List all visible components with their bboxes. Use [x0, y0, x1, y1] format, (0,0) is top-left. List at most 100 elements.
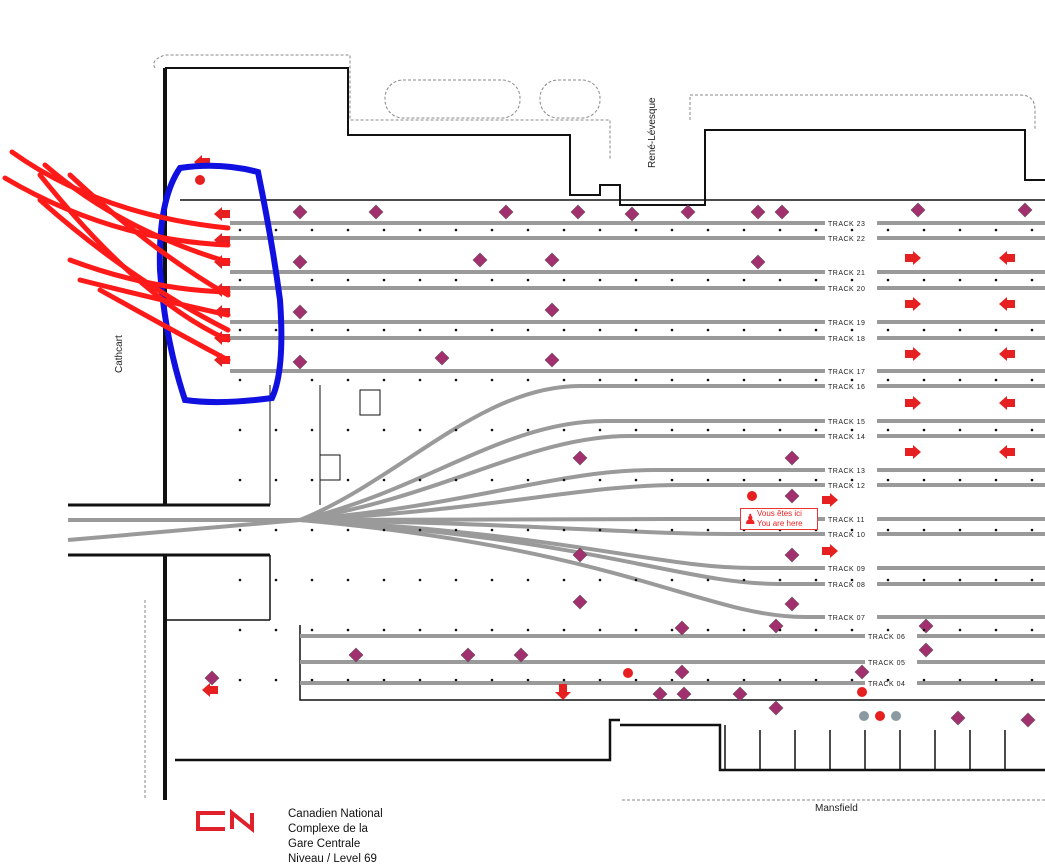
- track-label: TRACK 15: [828, 419, 865, 426]
- platform-dot: [670, 578, 674, 582]
- arrow-right-icon: [822, 493, 838, 507]
- map-legend: Canadien National Complexe de la Gare Ce…: [288, 807, 383, 867]
- platform-dot: [850, 428, 854, 432]
- diamond-marker-icon: [674, 620, 690, 636]
- track-label: TRACK 11: [828, 517, 865, 524]
- platform-dot: [886, 578, 890, 582]
- diamond-marker-icon: [292, 304, 308, 320]
- platform-dot: [310, 328, 314, 332]
- platform-dot: [526, 628, 530, 632]
- platform-dot: [490, 428, 494, 432]
- platform-dot: [850, 228, 854, 232]
- platform-dot: [490, 528, 494, 532]
- platform-dot: [562, 478, 566, 482]
- platform-dot: [418, 478, 422, 482]
- diamond-marker-icon: [680, 204, 696, 220]
- platform-dot: [1030, 378, 1034, 382]
- platform-dot: [886, 328, 890, 332]
- diamond-marker-icon: [348, 647, 364, 663]
- platform-dot: [670, 528, 674, 532]
- platform-dot: [742, 578, 746, 582]
- platform-dot: [454, 328, 458, 332]
- platform-dot: [490, 228, 494, 232]
- legend-line-4: Niveau / Level 69: [288, 853, 377, 865]
- red-dot-marker-icon: [857, 687, 867, 697]
- track-line: [299, 419, 1045, 522]
- gray-dot-marker-icon: [891, 711, 901, 721]
- platform-dot: [670, 278, 674, 282]
- platform-dot: [526, 528, 530, 532]
- track-label-bg: [825, 563, 877, 572]
- platform-dot: [598, 478, 602, 482]
- platform-dot: [238, 528, 242, 532]
- diamond-marker-icon: [768, 700, 784, 716]
- platform-dot: [562, 678, 566, 682]
- platform-dot: [598, 228, 602, 232]
- arrow-right-icon: [905, 347, 921, 361]
- platform-dot: [922, 428, 926, 432]
- legend-line-3: Gare Centrale: [288, 838, 361, 850]
- platform-dot: [958, 478, 962, 482]
- diamond-marker-icon: [918, 618, 934, 634]
- platform-dot: [634, 478, 638, 482]
- track-line: [299, 518, 1045, 586]
- arrow-left-icon: [999, 445, 1015, 459]
- platform-dot: [526, 678, 530, 682]
- platform-dot: [1030, 478, 1034, 482]
- platform-dot: [526, 578, 530, 582]
- platform-dot: [994, 378, 998, 382]
- arrow-left-icon: [999, 396, 1015, 410]
- diamond-marker-icon: [498, 204, 514, 220]
- platform-dot: [994, 278, 998, 282]
- diamond-marker-icon: [784, 596, 800, 612]
- platform-dot: [922, 678, 926, 682]
- platform-dot: [994, 228, 998, 232]
- platform-dot: [598, 678, 602, 682]
- platform-dot: [634, 278, 638, 282]
- diamond-marker-icon: [732, 686, 748, 702]
- markers-layer: [194, 155, 1036, 728]
- platform-dot: [958, 328, 962, 332]
- track-label: TRACK 21: [828, 270, 865, 277]
- red-dot-marker-icon: [875, 711, 885, 721]
- platform-dot: [346, 278, 350, 282]
- platform-dot: [346, 378, 350, 382]
- diamond-marker-icon: [652, 686, 668, 702]
- platform-dot: [814, 678, 818, 682]
- platform-dot: [526, 228, 530, 232]
- red-dot-marker-icon: [747, 491, 757, 501]
- platform-dot: [490, 378, 494, 382]
- platform-dot: [526, 278, 530, 282]
- platform-dot: [346, 578, 350, 582]
- platform-dot: [526, 428, 530, 432]
- platform-dot: [778, 428, 782, 432]
- diamond-marker-icon: [784, 450, 800, 466]
- platform-dot: [706, 428, 710, 432]
- platform-dot: [994, 528, 998, 532]
- platform-dot: [850, 478, 854, 482]
- platform-dot: [490, 328, 494, 332]
- platform-dot: [994, 478, 998, 482]
- platform-dot: [310, 278, 314, 282]
- arrow-right-icon: [905, 445, 921, 459]
- track-label-bg: [825, 465, 877, 474]
- track-label: TRACK 04: [868, 681, 905, 688]
- platform-dot: [274, 628, 278, 632]
- platform-dot: [706, 378, 710, 382]
- platform-dot: [742, 278, 746, 282]
- platform-dot: [958, 528, 962, 532]
- platform-dot: [850, 278, 854, 282]
- platform-dot: [598, 578, 602, 582]
- platform-dot: [706, 628, 710, 632]
- gray-dot-marker-icon: [859, 711, 869, 721]
- red-scribble-lines: [2, 149, 231, 363]
- platform-dot: [886, 228, 890, 232]
- diamond-marker-icon: [572, 450, 588, 466]
- platform-dot: [886, 378, 890, 382]
- diamond-marker-icon: [570, 204, 586, 220]
- diamond-marker-icon: [624, 206, 640, 222]
- diamond-marker-icon: [854, 664, 870, 680]
- track-label-bg: [825, 514, 877, 523]
- platform-dot: [922, 378, 926, 382]
